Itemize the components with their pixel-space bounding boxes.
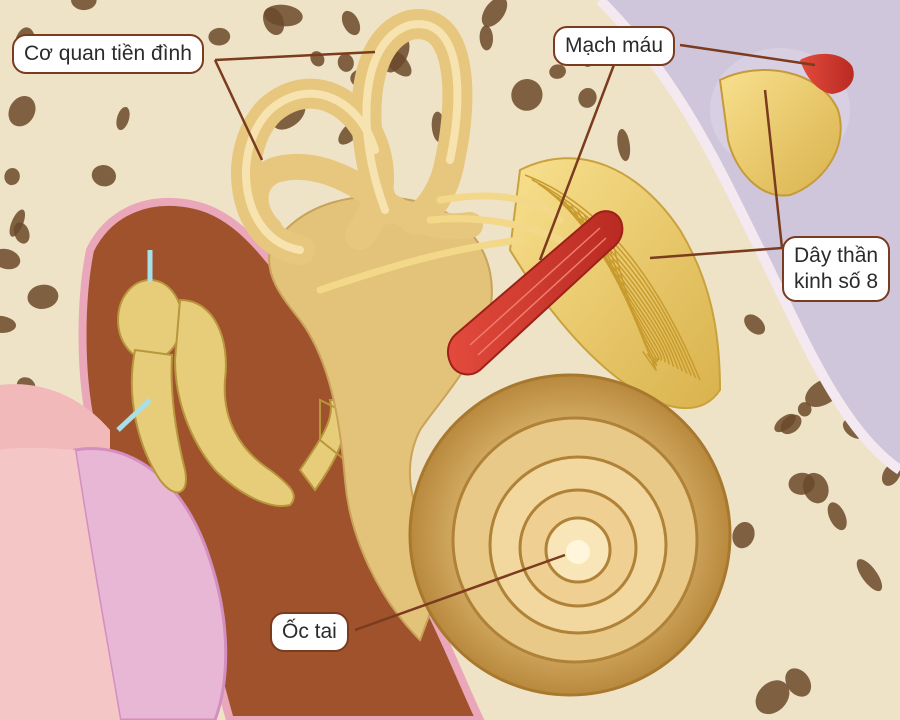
nerve-fiber (596, 223, 659, 363)
bone-pore (827, 502, 847, 531)
bone-pore (8, 95, 36, 127)
label-eighth-nerve: Dây thần kinh số 8 (782, 236, 891, 302)
label-vestibular-organ: Cơ quan tiền đình (12, 34, 204, 74)
label-vestibular-text: Cơ quan tiền đình (24, 42, 192, 65)
label-nerve-line2: kinh số 8 (794, 270, 879, 293)
bone-pore (788, 472, 815, 495)
bone-pore (511, 79, 543, 111)
ligament-left (116, 398, 152, 432)
bone-pore (91, 164, 117, 187)
bone-pore (27, 284, 59, 309)
blood-vessel (446, 210, 624, 376)
bone-pore (549, 64, 566, 79)
bone-pore (0, 248, 21, 270)
bone-pore (341, 10, 361, 36)
bone-pore (71, 0, 97, 11)
label-cochlea: Ốc tai (270, 612, 349, 652)
label-nerve-line1: Dây thần (794, 244, 879, 267)
bone-pore (337, 53, 354, 72)
nerve-fiber (563, 200, 675, 367)
bone-pore (774, 413, 796, 433)
bone-pore (264, 4, 303, 27)
canal-highlights (242, 20, 462, 254)
bone-pore (732, 521, 755, 549)
bone-pore (785, 668, 812, 697)
ossicles (117, 279, 362, 507)
nerve-fibers (524, 174, 701, 381)
cochlea-shape (408, 373, 732, 697)
nerve-fiber (531, 178, 697, 379)
label-blood-vessel: Mạch máu (553, 26, 676, 66)
label-cochlea-text: Ốc tai (282, 620, 337, 643)
nerve-fiber (603, 227, 658, 366)
bone-pore (578, 87, 597, 108)
vessel-stripes (469, 227, 607, 356)
nerve-upper-bundle (718, 69, 842, 197)
outer-tissue (0, 447, 120, 720)
bone-pore (797, 402, 812, 417)
nerve-fiber (610, 232, 657, 371)
bone-pore (617, 128, 631, 162)
bone-pore (4, 168, 20, 186)
bone-pore (9, 209, 26, 237)
bone-pore (479, 25, 494, 51)
bone-pore (208, 27, 231, 46)
label-vessel-text: Mạch máu (565, 34, 664, 57)
bone-pore (116, 106, 130, 131)
bone-pore (755, 680, 790, 715)
leader-lines (213, 43, 816, 632)
bone-pore (481, 0, 508, 27)
bone-pore (856, 559, 883, 592)
bone-pore (0, 315, 17, 333)
bone-pore (744, 314, 766, 335)
